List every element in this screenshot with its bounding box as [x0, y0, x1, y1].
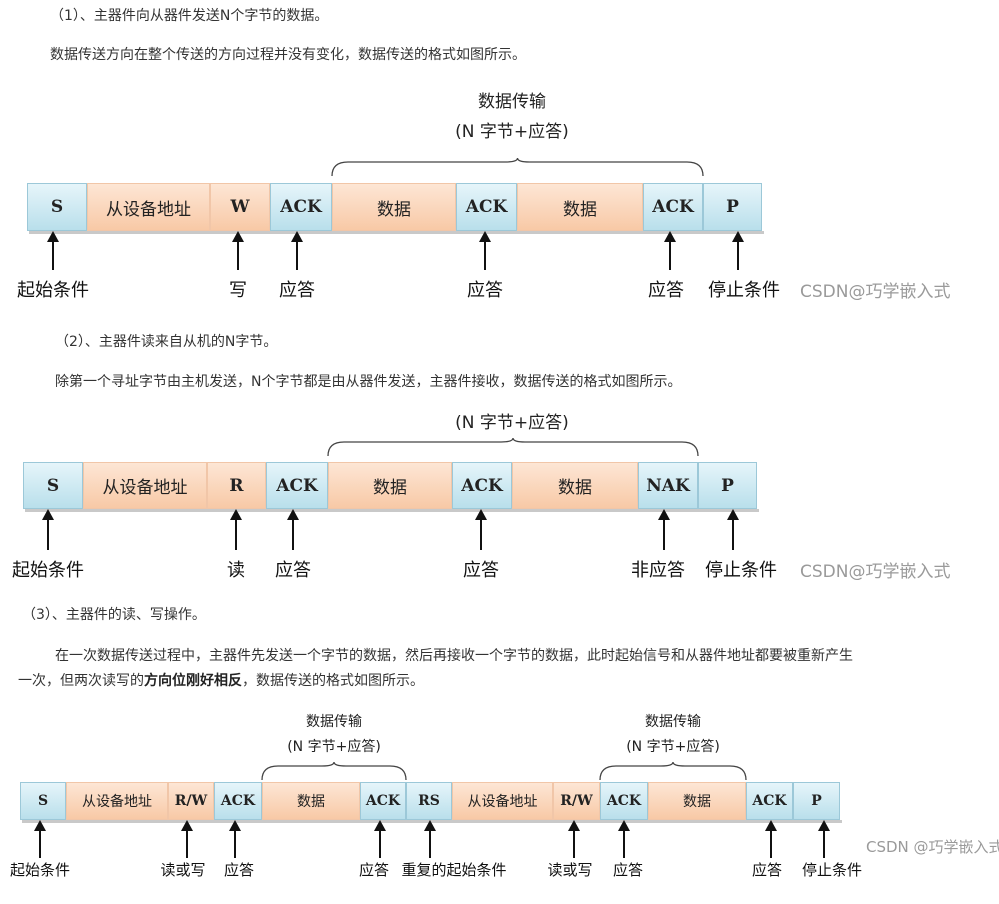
arrow-label: 起始条件	[9, 861, 71, 879]
arrow-label: 停止条件	[801, 861, 863, 879]
arrow-label: 应答	[279, 280, 315, 301]
frame-field: 从设备地址	[83, 462, 207, 509]
frame-field: ACK	[643, 183, 703, 231]
frame-field: R	[207, 462, 266, 509]
arrow-label: 起始条件	[17, 280, 89, 301]
frame-field: 从设备地址	[66, 782, 168, 820]
arrow-label: 非应答	[631, 560, 685, 581]
arrow-label: 应答	[612, 861, 644, 879]
arrow-label: 重复的起始条件	[401, 861, 507, 879]
frame-field: ACK	[452, 462, 512, 509]
up-arrow-icon	[568, 820, 580, 858]
frame-field: R/W	[168, 782, 214, 820]
group-title: 数据传输	[478, 92, 546, 112]
up-arrow-icon	[181, 820, 193, 858]
arrow-label: 应答	[275, 560, 311, 581]
up-arrow-icon	[291, 231, 303, 270]
frame-field: S	[27, 183, 87, 231]
frame-field: P	[793, 782, 840, 820]
arrow-label: 应答	[467, 280, 503, 301]
frame-field: P	[703, 183, 762, 231]
section-1-paragraph: 数据传送方向在整个传送的方向过程并没有变化，数据传送的格式如图所示。	[50, 47, 526, 63]
up-arrow-icon	[727, 509, 739, 550]
up-arrow-icon	[765, 820, 777, 858]
frame-field: R/W	[553, 782, 600, 820]
frame-field: ACK	[270, 183, 332, 231]
frame-field: S	[20, 782, 66, 820]
arrow-label: 停止条件	[705, 560, 777, 581]
up-arrow-icon	[42, 509, 54, 550]
group-title: 数据传输	[306, 714, 362, 730]
bold-text: 方向位刚好相反	[144, 673, 242, 689]
up-arrow-icon	[232, 231, 244, 270]
frame-field: NAK	[638, 462, 698, 509]
up-arrow-icon	[479, 231, 491, 270]
frame-field: ACK	[360, 782, 406, 820]
up-arrow-icon	[664, 231, 676, 270]
arrow-label: 应答	[358, 861, 390, 879]
arrow-label: 读	[227, 560, 245, 581]
bar-shadow	[25, 509, 759, 512]
up-arrow-icon	[374, 820, 386, 858]
frame-field: RS	[406, 782, 452, 820]
bar-shadow	[29, 231, 764, 234]
text: ，数据传送的格式如图所示。	[242, 673, 424, 689]
frame-field: ACK	[214, 782, 262, 820]
up-arrow-icon	[424, 820, 436, 858]
arrow-label: 停止条件	[708, 280, 780, 301]
curly-brace-icon	[327, 437, 699, 457]
arrow-label: 写	[229, 280, 247, 301]
frame-field: 数据	[332, 183, 456, 231]
arrow-label: 应答	[648, 280, 684, 301]
frame-field: 从设备地址	[452, 782, 553, 820]
up-arrow-icon	[229, 820, 241, 858]
up-arrow-icon	[287, 509, 299, 550]
frame-field: W	[210, 183, 270, 231]
up-arrow-icon	[818, 820, 830, 858]
frame-field: ACK	[266, 462, 328, 509]
curly-brace-icon	[331, 157, 704, 177]
curly-brace-icon	[261, 761, 407, 781]
group-subtitle: (N 字节+应答)	[455, 122, 569, 142]
section-3-heading: （3）、主器件的读、写操作。	[22, 607, 206, 623]
arrow-label: 读或写	[160, 861, 206, 879]
section-3-paragraph-line2: 一次，但两次读写的方向位刚好相反，数据传送的格式如图所示。	[18, 671, 424, 691]
up-arrow-icon	[618, 820, 630, 858]
up-arrow-icon	[34, 820, 46, 858]
arrow-label: 应答	[463, 560, 499, 581]
arrow-label: 读或写	[547, 861, 593, 879]
text: 一次，但两次读写的	[18, 673, 144, 689]
frame-field: ACK	[746, 782, 793, 820]
curly-brace-icon	[599, 761, 747, 781]
section-3-paragraph-line1: 在一次数据传送过程中，主器件先发送一个字节的数据，然后再接收一个字节的数据，此时…	[55, 648, 853, 664]
frame-field: P	[698, 462, 757, 509]
group-subtitle: (N 字节+应答)	[455, 413, 569, 433]
group-subtitle: (N 字节+应答)	[626, 739, 720, 755]
watermark: CSDN @巧学嵌入式	[866, 838, 999, 856]
frame-field: 数据	[648, 782, 746, 820]
up-arrow-icon	[475, 509, 487, 550]
arrow-label: 应答	[751, 861, 783, 879]
watermark: CSDN@巧学嵌入式	[800, 562, 951, 582]
frame-field: 数据	[517, 183, 643, 231]
up-arrow-icon	[658, 509, 670, 550]
watermark: CSDN@巧学嵌入式	[800, 282, 951, 302]
up-arrow-icon	[732, 231, 744, 270]
frame-field: 数据	[262, 782, 360, 820]
arrow-label: 起始条件	[12, 560, 84, 581]
up-arrow-icon	[230, 509, 242, 550]
up-arrow-icon	[47, 231, 59, 270]
section-2-heading: （2）、主器件读来自从机的N字节。	[55, 334, 278, 350]
frame-field: S	[23, 462, 83, 509]
frame-field: ACK	[600, 782, 648, 820]
arrow-label: 应答	[223, 861, 255, 879]
section-2-paragraph: 除第一个寻址字节由主机发送，N个字节都是由从器件发送，主器件接收，数据传送的格式…	[55, 374, 682, 390]
frame-field: 数据	[512, 462, 638, 509]
frame-field: ACK	[456, 183, 517, 231]
frame-field: 数据	[328, 462, 452, 509]
group-subtitle: (N 字节+应答)	[287, 739, 381, 755]
section-1-heading: （1）、主器件向从器件发送N个字节的数据。	[50, 8, 329, 24]
frame-field: 从设备地址	[87, 183, 210, 231]
group-title: 数据传输	[645, 714, 701, 730]
